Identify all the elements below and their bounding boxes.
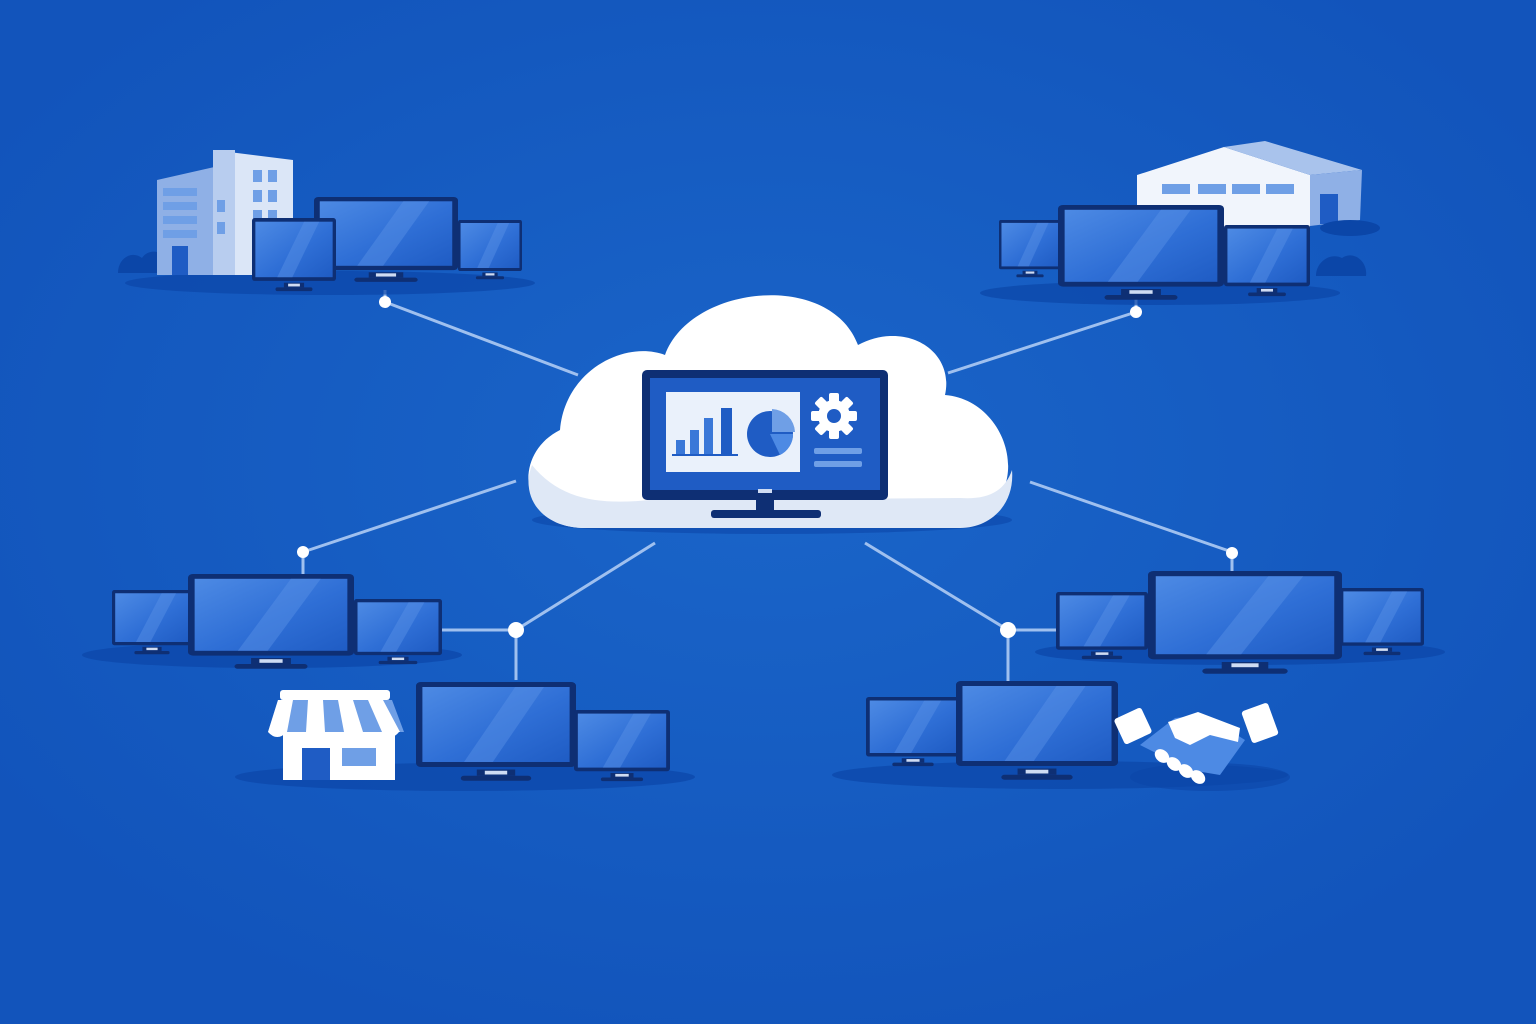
bar-chart-icon — [672, 408, 738, 456]
node-branch-right — [1226, 547, 1238, 559]
monitor — [956, 681, 1118, 780]
node-office — [379, 296, 391, 308]
monitor — [999, 220, 1061, 278]
connector-branch-right — [1029, 480, 1233, 554]
monitor — [1148, 571, 1342, 674]
cloud-hub — [528, 295, 1013, 534]
connector-office — [384, 300, 579, 377]
site-store — [235, 682, 695, 791]
gear-icon — [811, 393, 857, 439]
pie-chart-icon — [747, 409, 795, 457]
site-branch-left — [82, 574, 462, 669]
site-office — [118, 150, 535, 295]
node-warehouse — [1130, 306, 1142, 318]
monitor — [458, 220, 522, 280]
node-store — [508, 622, 524, 638]
node-branch-left — [297, 546, 309, 558]
handshake-icon — [1114, 703, 1279, 784]
monitor — [1056, 592, 1148, 660]
dashboard-line — [814, 448, 862, 454]
monitor — [1224, 225, 1310, 297]
dashboard-monitor-icon — [642, 370, 888, 518]
dashboard-line — [814, 461, 862, 467]
site-warehouse — [980, 141, 1380, 305]
monitor — [252, 218, 336, 292]
monitor — [416, 682, 576, 781]
node-partner — [1000, 622, 1016, 638]
monitor — [866, 697, 960, 767]
site-partner — [832, 681, 1290, 791]
connector-nodes — [297, 296, 1238, 638]
storefront-icon — [268, 690, 404, 780]
monitor — [188, 574, 354, 669]
monitor — [112, 590, 192, 655]
monitor — [1340, 588, 1424, 656]
monitor — [1058, 205, 1224, 300]
connector-branch-left — [302, 479, 517, 554]
site-branch-right — [1035, 571, 1445, 674]
connector-warehouse — [947, 310, 1137, 375]
monitor — [354, 599, 442, 665]
monitor — [574, 710, 670, 782]
